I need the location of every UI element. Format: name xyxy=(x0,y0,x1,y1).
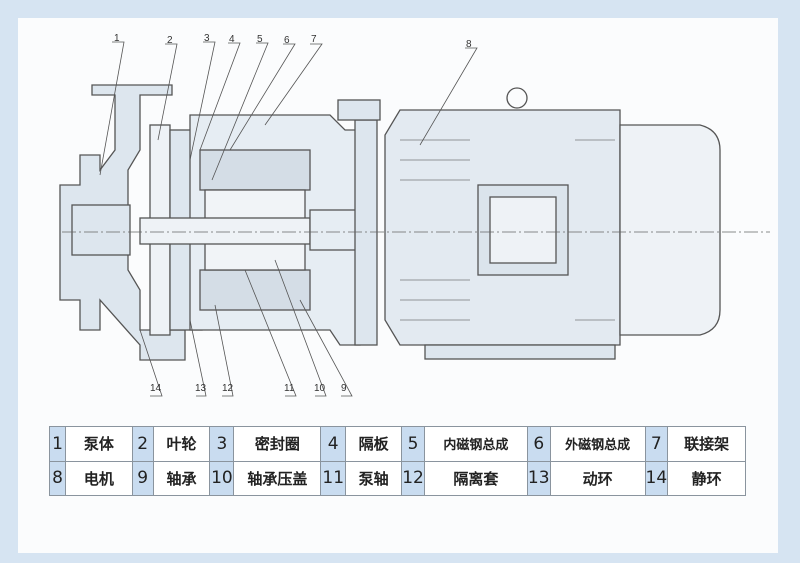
part-number: 4 xyxy=(320,426,347,462)
callout-10: 10 xyxy=(314,383,326,394)
callout-14: 14 xyxy=(150,383,162,394)
part-name: 动环 xyxy=(549,460,646,496)
part-name: 叶轮 xyxy=(152,426,211,462)
part-name: 泵轴 xyxy=(345,460,403,496)
part-number: 9 xyxy=(131,460,154,496)
part-number: 11 xyxy=(320,460,347,496)
callout-12: 12 xyxy=(222,383,234,394)
inlet-pipe xyxy=(71,204,131,256)
pump-shaft xyxy=(139,217,311,245)
callout-6: 6 xyxy=(284,35,290,46)
part-name: 密封圈 xyxy=(233,426,322,462)
part-number: 7 xyxy=(644,426,669,462)
outer-magnet xyxy=(199,149,311,191)
part-name: 内磁钢总成 xyxy=(424,426,528,462)
callout-13: 13 xyxy=(195,383,207,394)
part-number: 6 xyxy=(526,426,551,462)
leader-lines xyxy=(99,41,478,397)
part-name: 泵体 xyxy=(64,426,133,462)
part-number: 10 xyxy=(209,460,235,496)
part-number: 14 xyxy=(644,460,669,496)
motor-shaft xyxy=(309,209,361,251)
part-name: 轴承压盖 xyxy=(233,460,322,496)
part-name: 轴承 xyxy=(152,460,211,496)
part-name: 隔离套 xyxy=(424,460,528,496)
motor-feet xyxy=(424,344,616,360)
callout-2: 2 xyxy=(167,35,173,46)
part-name: 联接架 xyxy=(667,426,746,462)
callout-9: 9 xyxy=(341,383,347,394)
callout-3: 3 xyxy=(204,33,210,44)
callout-11: 11 xyxy=(284,383,295,394)
part-number: 5 xyxy=(401,426,425,462)
callout-1: 1 xyxy=(114,33,120,44)
part-number: 1 xyxy=(49,426,66,462)
part-name: 隔板 xyxy=(345,426,403,462)
part-number: 13 xyxy=(526,460,551,496)
part-name: 电机 xyxy=(64,460,133,496)
motor-flange xyxy=(354,119,378,346)
callout-7: 7 xyxy=(311,34,317,45)
part-name: 静环 xyxy=(667,460,746,496)
part-number: 12 xyxy=(401,460,425,496)
motor-fan-cover xyxy=(619,124,721,336)
callout-8: 8 xyxy=(466,39,472,50)
callout-5: 5 xyxy=(257,34,263,45)
part-number: 8 xyxy=(49,460,66,496)
lifting-eye xyxy=(506,87,528,109)
callout-4: 4 xyxy=(229,34,235,45)
part-name: 外磁钢总成 xyxy=(549,426,646,462)
part-number: 2 xyxy=(131,426,154,462)
part-number: 3 xyxy=(209,426,235,462)
